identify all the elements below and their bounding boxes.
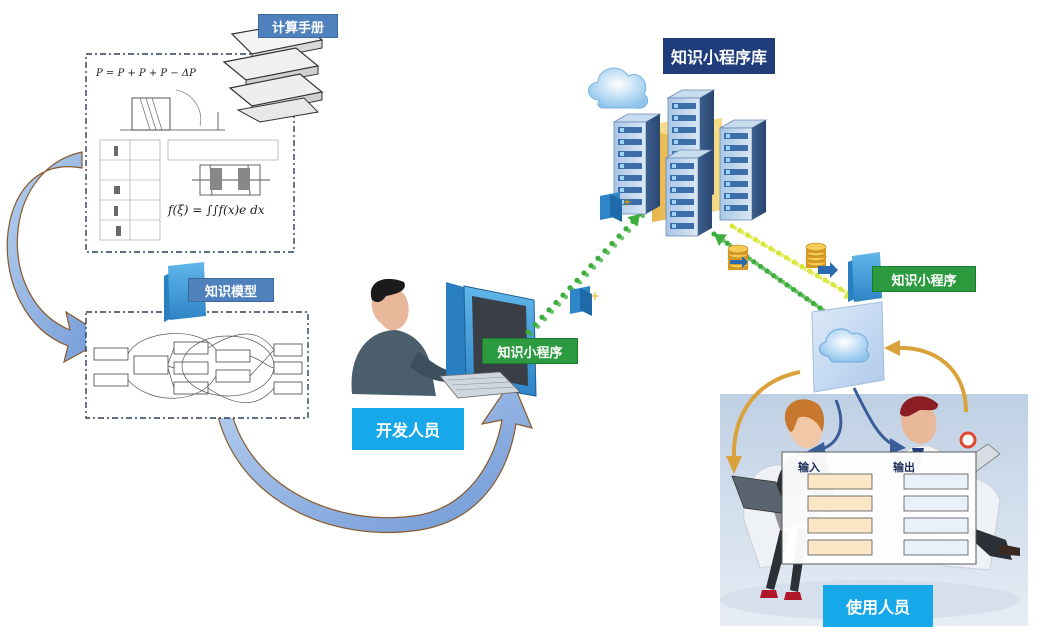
folder-icon-model: [164, 262, 206, 322]
server-tower-4: [664, 149, 714, 237]
input-label: 输入: [798, 461, 820, 474]
database-coins-icon-left: [727, 244, 749, 270]
developer-figure: [351, 278, 468, 396]
input-field-3: [807, 517, 873, 534]
handbook-tag: 计算手册: [258, 14, 338, 38]
handbook-formula-2: f(ξ) = ∫∫f(x)e dx: [167, 203, 265, 217]
input-field-1: [807, 473, 873, 490]
handbook-books-icon: [222, 21, 324, 123]
app-tag-user-side: 知识小程序: [872, 266, 976, 292]
output-field-4: [903, 539, 969, 556]
io-form-panel: [781, 451, 977, 565]
server-tower-3: [718, 119, 768, 221]
input-field-2: [807, 495, 873, 512]
output-label: 输出: [893, 461, 915, 474]
app-library-tag: 知识小程序库: [663, 38, 775, 74]
svg-text:+: +: [622, 195, 632, 209]
database-coins-icon-right: [805, 242, 838, 278]
developer-tag: 开发人员: [352, 408, 464, 450]
input-field-4: [807, 539, 873, 556]
app-tag-developer-side: 知识小程序: [482, 338, 578, 364]
dotted-link-arrows: [525, 211, 862, 337]
cloud-icon: [588, 67, 649, 109]
knowledge-model-sheet: [85, 311, 309, 419]
folder-icon-link-lower: +: [570, 286, 600, 316]
server-cluster-icon: [612, 89, 768, 237]
output-field-1: [903, 473, 969, 490]
users-tag: 使用人员: [823, 585, 933, 627]
server-tower-1: [612, 113, 662, 215]
svg-text:+: +: [590, 289, 600, 303]
flow-arrow-handbook-to-model: [6, 151, 110, 364]
handbook-sheet: P = P + P + P − ΔP f(ξ) = ∫∫f(x)e dx: [85, 53, 295, 253]
folder-icon-link-upper: +: [600, 192, 632, 222]
flow-arrow-model-to-developer: [213, 378, 534, 534]
link-library-to-users: [711, 231, 826, 313]
cloud-app-panel: [811, 301, 885, 393]
output-field-2: [903, 495, 969, 512]
handbook-formula-1: P = P + P + P − ΔP: [95, 68, 196, 79]
output-field-3: [903, 517, 969, 534]
link-developer-to-library: [525, 211, 646, 337]
knowledge-model-tag: 知识模型: [188, 278, 274, 302]
